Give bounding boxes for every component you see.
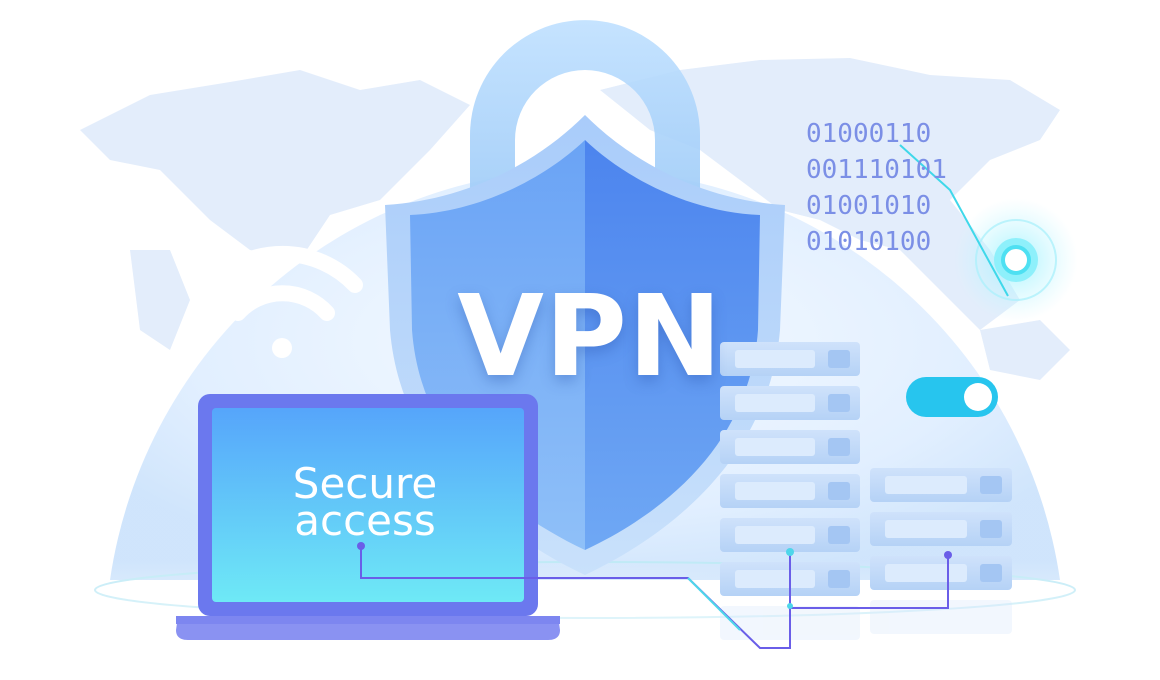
- laptop-icon: [176, 394, 560, 640]
- screen-text-line-2: access: [294, 496, 436, 545]
- server-icon: [720, 474, 860, 508]
- world-map: [80, 58, 1070, 380]
- server-rack-tall: [720, 342, 860, 596]
- binary-line: 01001010: [806, 191, 932, 221]
- server-icon: [720, 518, 860, 552]
- target-icon: [954, 198, 1078, 322]
- toggle-switch-icon: [906, 377, 998, 417]
- server-icon: [870, 556, 1012, 590]
- screen-text-line-1: Secure: [292, 459, 438, 508]
- binary-connector-line: [899, 144, 1009, 297]
- server-icon: [720, 342, 860, 376]
- vpn-label: VPN: [457, 272, 723, 402]
- server-icon: [870, 468, 1012, 502]
- binary-line: 01010100: [806, 227, 932, 257]
- server-icon: [870, 512, 1012, 546]
- server-icon: [720, 386, 860, 420]
- padlock-icon: [470, 20, 700, 211]
- circuit-lines: [357, 542, 952, 649]
- server-rack-short: [870, 468, 1012, 590]
- wifi-icon: [202, 245, 363, 358]
- binary-code: 01000110 001110101 01001010 01010100: [806, 116, 976, 260]
- binary-line: 001110101: [806, 155, 947, 185]
- server-icon: [720, 430, 860, 464]
- binary-line: 01000110: [806, 119, 932, 149]
